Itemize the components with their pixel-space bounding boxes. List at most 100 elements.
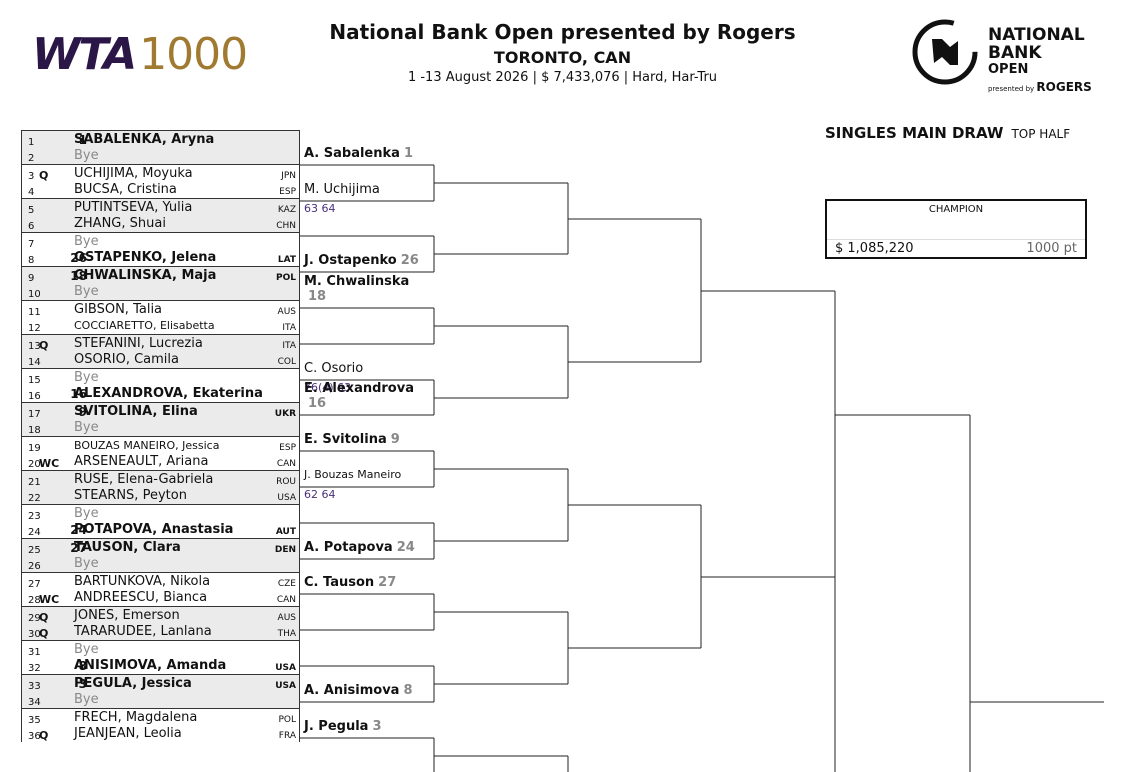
round2-seed: 18 — [308, 289, 327, 304]
player-seed: 26 — [70, 251, 87, 265]
draw-position: 23 — [28, 511, 41, 522]
draw-position: 31 — [28, 647, 41, 658]
player-name: Bye — [74, 642, 99, 657]
draw-position: 28 — [28, 595, 41, 606]
round2-name: J. Pegula — [304, 719, 369, 734]
draw-position: 5 — [28, 205, 35, 216]
player-name: CHWALINSKA, Maja — [74, 268, 217, 283]
player-country: THA — [277, 629, 296, 639]
player-name: STEFANINI, Lucrezia — [74, 336, 203, 351]
player-country: POL — [278, 715, 296, 725]
player-country: POL — [276, 273, 296, 283]
round2-name: M. Uchijima — [304, 182, 380, 197]
wta-1000-logo: WTA1000 — [32, 29, 248, 80]
wta-level-text: 1000 — [139, 29, 248, 80]
draw-position: 10 — [28, 289, 41, 300]
round2-name: A. Anisimova — [304, 683, 400, 698]
player-country: CHN — [276, 221, 296, 231]
tournament-title: National Bank Open presented by Rogers — [329, 20, 796, 44]
draw-position: 15 — [28, 375, 41, 386]
round2-seed: 24 — [396, 540, 415, 555]
draw-position: 13 — [28, 341, 41, 352]
player-row: 5 PUTINTSEVA, Yulia KAZ — [22, 200, 299, 216]
player-country: JPN — [281, 171, 296, 181]
draw-position: 18 — [28, 425, 41, 436]
player-row: 31 Bye — [22, 642, 299, 658]
player-name: OSORIO, Camila — [74, 352, 179, 367]
player-name: GIBSON, Talia — [74, 302, 163, 317]
player-country: AUT — [275, 527, 296, 537]
match-score: 63 64 — [304, 202, 336, 215]
round2-seed: 8 — [403, 683, 413, 698]
round2-player: M. Uchijima — [304, 182, 384, 197]
player-name: COCCIARETTO, Elisabetta — [74, 319, 215, 332]
player-country: USA — [275, 663, 296, 673]
round2-seed: 27 — [378, 575, 397, 590]
player-country: FRA — [278, 731, 296, 741]
player-name: Bye — [74, 506, 99, 521]
section-half: TOP HALF — [1011, 127, 1071, 141]
round2-player: J. Bouzas Maneiro — [304, 468, 405, 481]
draw-position: 29 — [28, 613, 41, 624]
draw-position: 17 — [28, 409, 41, 420]
player-country: UKR — [274, 409, 296, 419]
player-country: ESP — [279, 187, 296, 197]
round2-seed: 3 — [372, 719, 382, 734]
tournament-city: TORONTO, CAN — [493, 48, 632, 67]
draw-position: 32 — [28, 663, 41, 674]
player-country: USA — [275, 681, 296, 691]
round2-seed: 9 — [390, 432, 400, 447]
player-name: PEGULA, Jessica — [74, 676, 192, 691]
match-score: 62 64 — [304, 488, 336, 501]
player-seed: 16 — [70, 387, 87, 401]
tournament-info: 1 -13 August 2026 | $ 7,433,076 | Hard, … — [407, 70, 718, 85]
round2-name: C. Osorio — [304, 361, 364, 376]
draw-position: 4 — [28, 187, 35, 198]
player-country: ESP — [279, 443, 296, 453]
sponsor-line2: BANK — [988, 43, 1042, 63]
player-name: SABALENKA, Aryna — [74, 132, 215, 147]
player-name: JONES, Emerson — [74, 608, 180, 623]
player-name: POTAPOVA, Anastasia — [74, 522, 234, 537]
player-name: Bye — [74, 420, 99, 435]
player-name: PUTINTSEVA, Yulia — [74, 200, 193, 215]
player-country: KAZ — [277, 205, 296, 215]
draw-position: 19 — [28, 443, 41, 454]
player-country: CZE — [277, 579, 296, 589]
presented-by-text: presented by — [988, 85, 1035, 93]
draw-position: 12 — [28, 323, 41, 334]
